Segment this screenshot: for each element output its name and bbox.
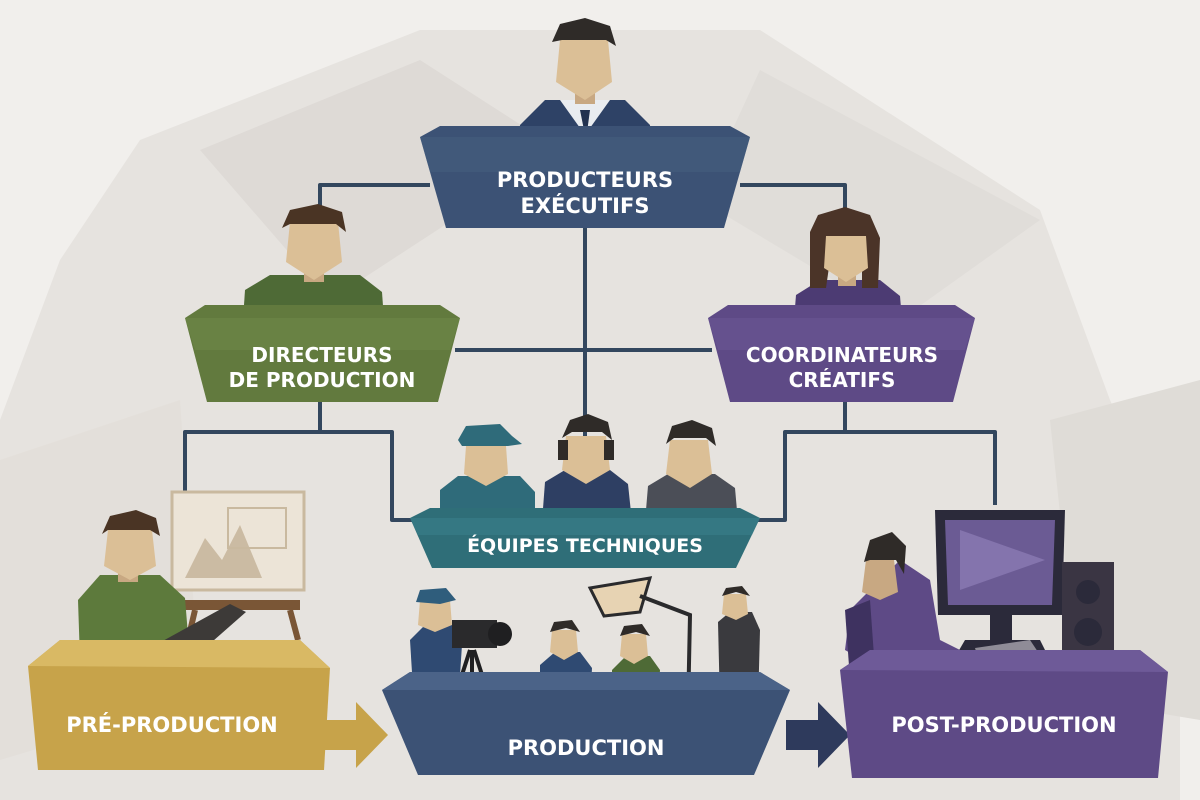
teams-title: ÉQUIPES TECHNIQUES xyxy=(467,534,703,557)
preproduction-platform xyxy=(28,640,330,770)
editing-workstation xyxy=(935,510,1114,666)
directors-title-line1: DIRECTEURS xyxy=(251,343,392,367)
arrow-pre-to-production-icon xyxy=(322,702,388,768)
executive-title-line2: EXÉCUTIFS xyxy=(521,193,650,218)
connector-directors-to-preproduction xyxy=(183,400,322,500)
preproduction-stage: PRÉ-PRODUCTION xyxy=(28,490,330,770)
connector-coordinators-to-teams xyxy=(745,430,845,522)
executive-title-line1: PRODUCTEURS xyxy=(497,168,673,192)
storyboard-easel xyxy=(170,490,306,641)
postproduction-platform xyxy=(840,650,1168,778)
teams-figures xyxy=(440,414,738,522)
coordinators-node: COORDINATEURS CRÉATIFS xyxy=(708,207,975,402)
coordinator-figure xyxy=(794,207,902,320)
directors-title-line2: DE PRODUCTION xyxy=(229,368,416,392)
executive-node: PRODUCTEURS EXÉCUTIFS xyxy=(420,18,750,228)
teams-node: ÉQUIPES TECHNIQUES xyxy=(410,414,760,568)
coordinators-title-line2: CRÉATIFS xyxy=(789,368,896,392)
postproduction-label: POST-PRODUCTION xyxy=(891,713,1116,737)
connector-coordinators-to-postproduction xyxy=(843,400,997,505)
arrow-production-to-post-icon xyxy=(786,702,850,768)
production-platform xyxy=(382,672,790,775)
coordinators-title-line1: COORDINATEURS xyxy=(746,343,938,367)
directors-node: DIRECTEURS DE PRODUCTION xyxy=(185,204,460,402)
preproduction-label: PRÉ-PRODUCTION xyxy=(66,712,278,737)
preproduction-figure xyxy=(78,510,246,680)
postproduction-stage: POST-PRODUCTION xyxy=(840,510,1168,778)
production-label: PRODUCTION xyxy=(508,736,665,760)
production-stage: PRODUCTION xyxy=(382,576,790,775)
